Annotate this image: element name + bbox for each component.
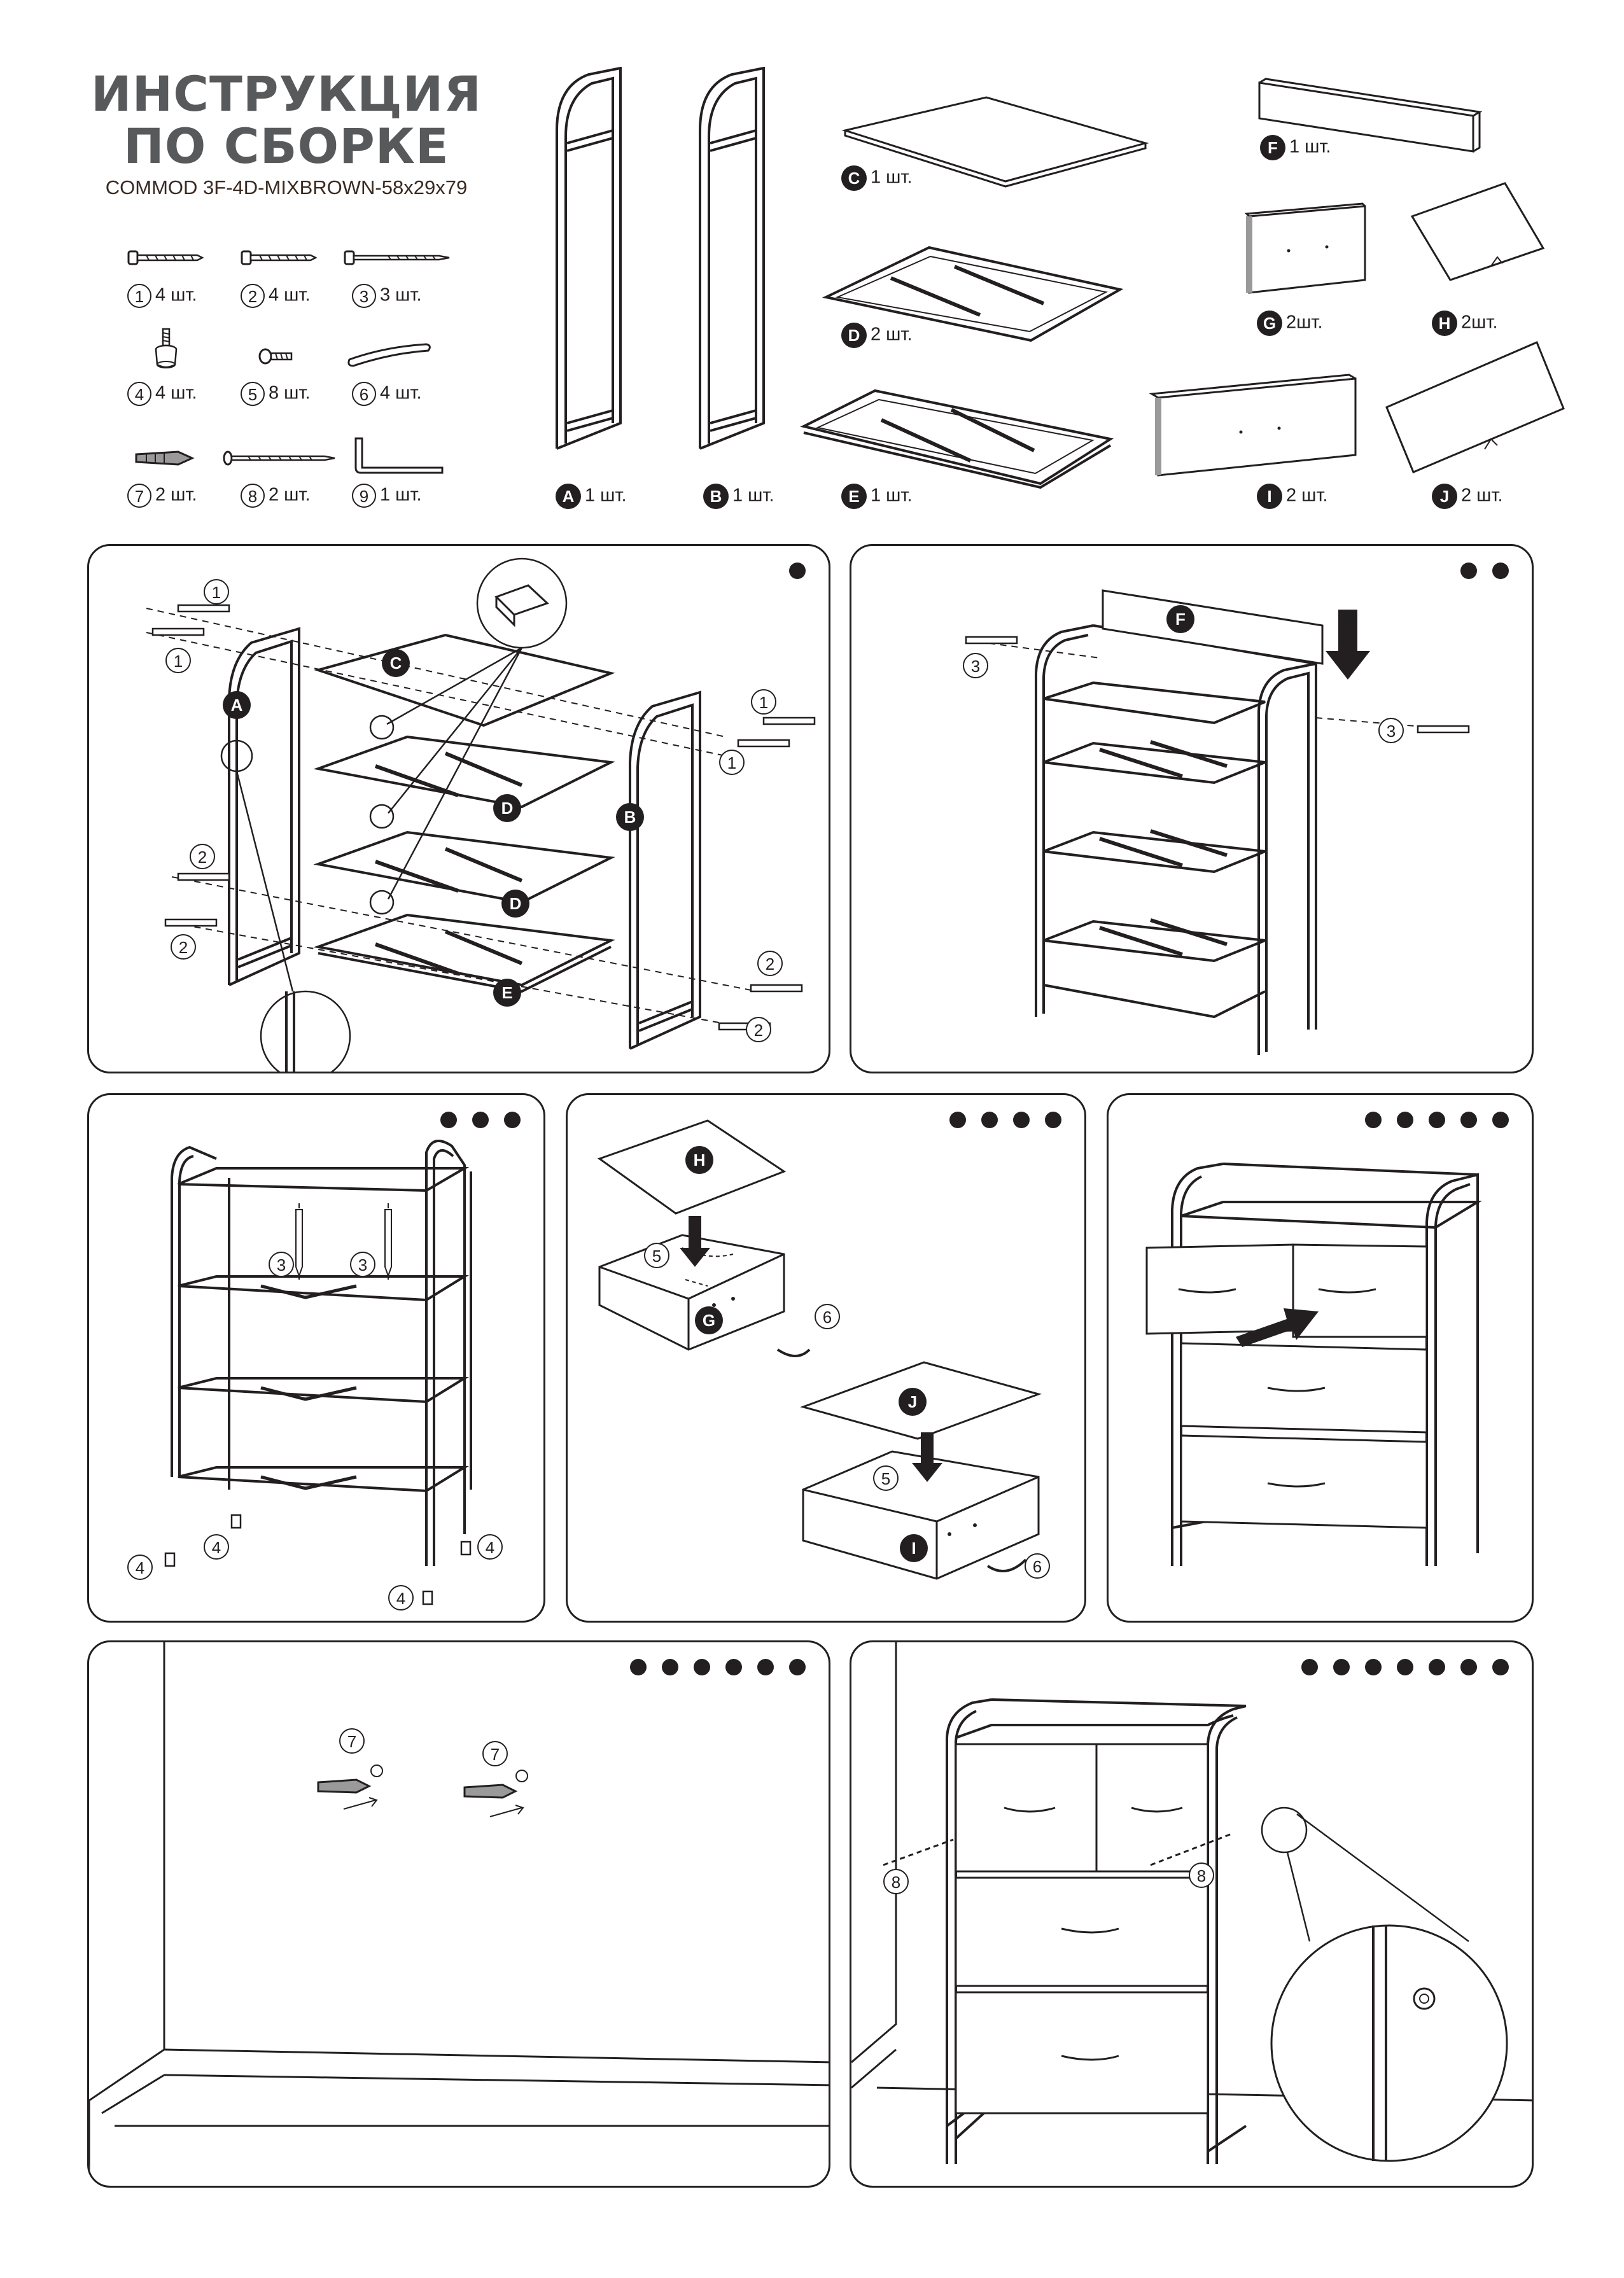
step-4-label-6b: 6	[1025, 1553, 1050, 1579]
model-name: COMMOD 3F-4D-MIXBROWN-58x29x79	[105, 176, 468, 199]
side-frame-a-drawing	[556, 67, 622, 450]
step-4-label-i: I	[900, 1534, 928, 1562]
step-6-label-7a: 7	[339, 1728, 365, 1754]
step-6-drawing	[89, 1642, 829, 2186]
step-5-dots	[1365, 1112, 1509, 1128]
drawer-front-g-drawing	[1244, 202, 1366, 294]
medium-screw-icon	[241, 250, 317, 265]
step-4-label-g: G	[695, 1306, 723, 1334]
drawer-handle-icon	[347, 343, 431, 367]
shelf-d-drawing	[822, 246, 1124, 342]
back-rail-f-drawing	[1258, 78, 1483, 153]
step-6-dots	[630, 1659, 806, 1675]
step-1-label-1c: 1	[751, 689, 776, 715]
step-1-label-d2: D	[501, 890, 529, 918]
step-2-drawing	[965, 589, 1470, 1055]
step-2-panel: 3 3 F	[850, 544, 1534, 1073]
step-4-label-h: H	[685, 1146, 713, 1174]
step-1-label-1b: 1	[165, 648, 191, 673]
step-3-label-4b: 4	[204, 1534, 229, 1560]
step-3-label-4c: 4	[477, 1534, 503, 1560]
step-3-panel: 3 3 4 4 4 4	[87, 1093, 545, 1623]
drawer-front-i-drawing	[1149, 374, 1357, 477]
side-frame-b-drawing	[699, 67, 765, 450]
small-bolt-icon	[258, 348, 293, 365]
step-4-label-5b: 5	[873, 1465, 899, 1491]
long-screw-icon	[344, 250, 450, 265]
step-3-label-3b: 3	[350, 1252, 375, 1277]
step-1-label-b: B	[616, 803, 644, 831]
step-6-label-7b: 7	[482, 1741, 508, 1766]
step-6-panel: 7 7	[87, 1640, 830, 2188]
adjustable-foot-icon	[155, 328, 178, 368]
top-board-c-drawing	[841, 96, 1149, 188]
step-1-label-2a: 2	[190, 844, 215, 869]
step-5-panel	[1107, 1093, 1534, 1623]
step-4-drawing	[597, 1119, 1042, 1580]
step-1-label-d1: D	[493, 794, 521, 822]
wall-anchor-icon	[135, 451, 195, 466]
drawer-bottom-j-drawing	[1385, 341, 1565, 473]
step-2-label-3b: 3	[1378, 718, 1404, 743]
step-2-label-f: F	[1166, 605, 1194, 633]
step-4-label-6a: 6	[815, 1304, 840, 1329]
short-screw-icon	[127, 250, 204, 265]
title-line-1: ИНСТРУКЦИЯ	[91, 66, 482, 122]
step-1-label-1d: 1	[719, 750, 745, 775]
step-4-label-5a: 5	[644, 1243, 669, 1268]
step-2-dots	[1460, 563, 1509, 579]
step-3-drawing	[164, 1140, 472, 1605]
step-7-label-8b: 8	[1189, 1862, 1214, 1888]
step-5-drawing	[1145, 1163, 1483, 1566]
drawer-bottom-h-drawing	[1410, 182, 1545, 281]
step-3-label-4a: 4	[127, 1555, 153, 1580]
step-1-label-2b: 2	[171, 934, 196, 960]
step-7-panel: 8 8	[850, 1640, 1534, 2188]
allen-key-icon	[354, 437, 444, 474]
bottom-frame-e-drawing	[800, 389, 1114, 489]
step-4-panel: H G J I 5 5 6 6	[566, 1093, 1086, 1623]
title-line-2: ПО СБОРКЕ	[123, 118, 449, 174]
step-7-drawing	[851, 1642, 1532, 2164]
step-7-label-8a: 8	[883, 1869, 909, 1894]
step-3-label-4d: 4	[388, 1585, 414, 1611]
step-1-label-2c: 2	[757, 951, 783, 976]
wall-screw-icon	[223, 451, 335, 466]
step-1-drawing	[146, 557, 816, 1072]
step-3-dots	[440, 1112, 521, 1128]
step-2-label-3a: 3	[963, 653, 988, 678]
step-1-label-c: C	[382, 649, 410, 677]
step-4-label-j: J	[899, 1388, 927, 1416]
step-7-dots	[1301, 1659, 1509, 1675]
step-4-dots	[949, 1112, 1061, 1128]
step-1-label-1a: 1	[204, 579, 229, 604]
step-1-panel: 1 1 1 1 2 2 2 2 A B C D D E	[87, 544, 830, 1073]
step-3-label-3a: 3	[269, 1252, 294, 1277]
step-1-dots	[789, 563, 806, 579]
step-1-label-a: A	[223, 691, 251, 719]
step-1-label-2d: 2	[746, 1017, 771, 1042]
step-1-label-e: E	[493, 979, 521, 1007]
